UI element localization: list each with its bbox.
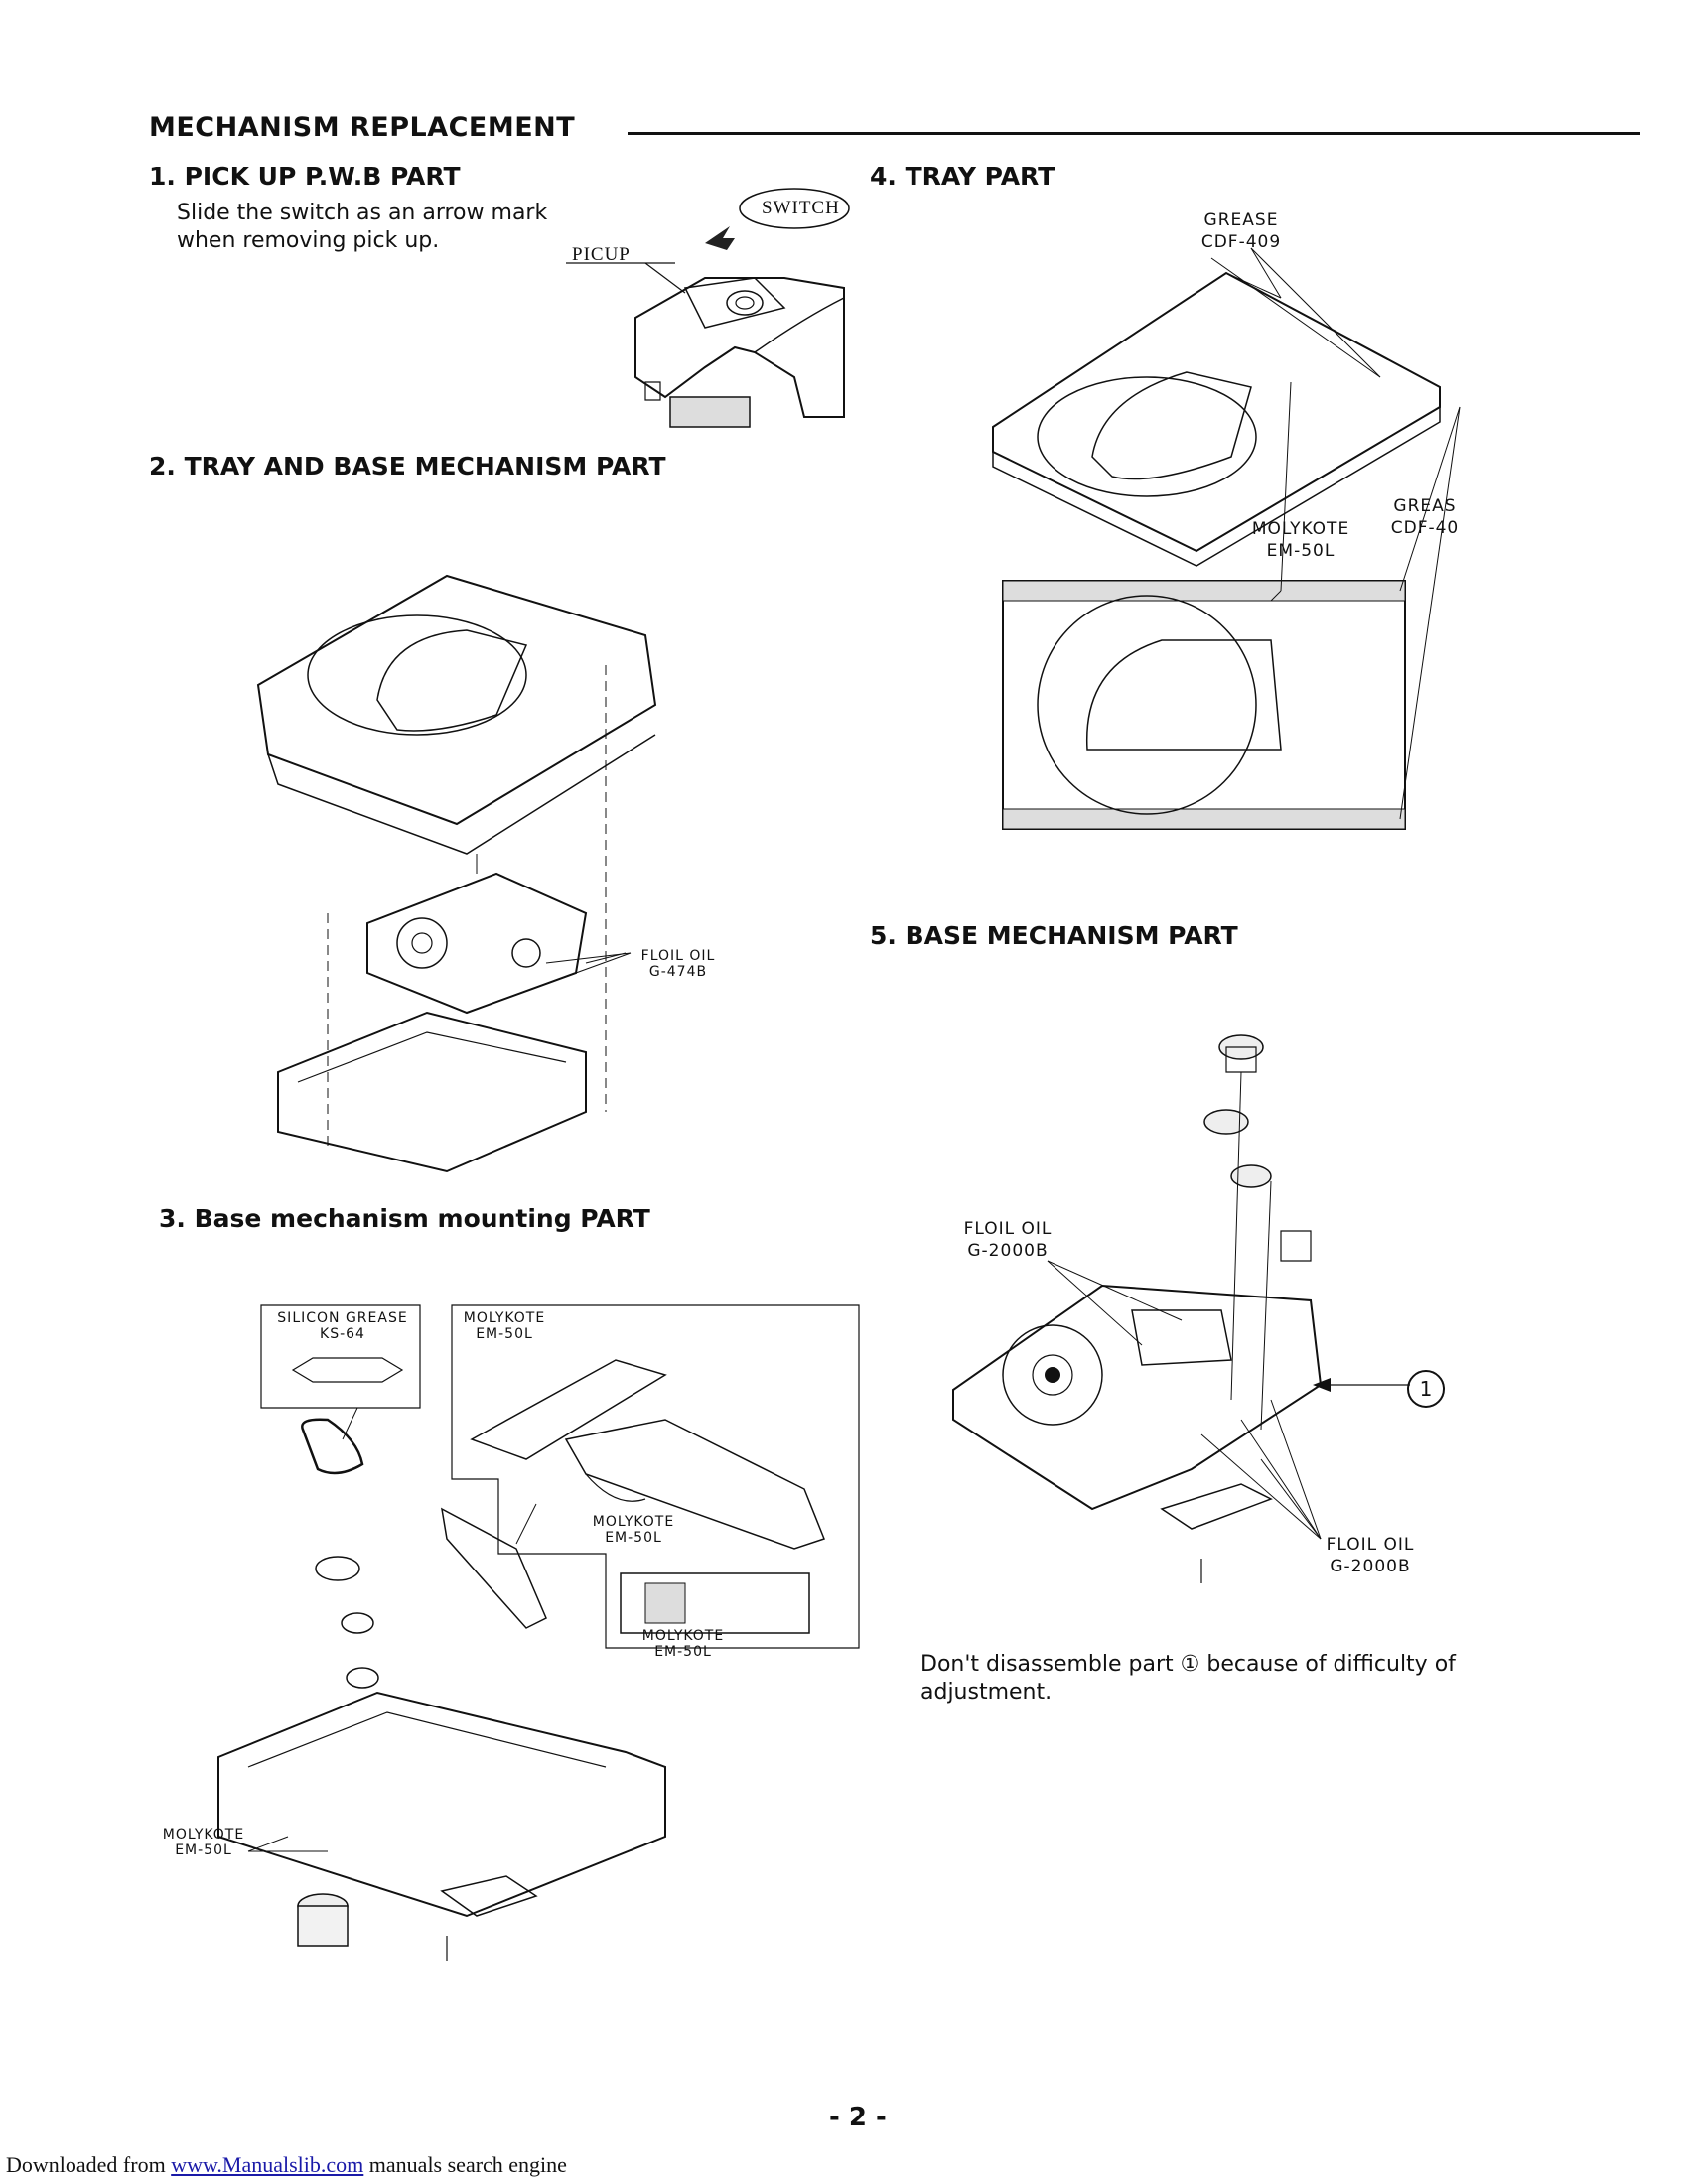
s3-molykote-d-label-2: EM-50L <box>175 1843 232 1858</box>
footer-suffix: manuals search engine <box>363 2152 567 2177</box>
base-mechanism-drawing <box>943 1003 1420 1598</box>
title-rule <box>628 132 1640 135</box>
s3-molykote-b-label-1: MOLYKOTE <box>592 1514 675 1530</box>
base-mounting-drawing <box>149 1300 864 1976</box>
section-1-title: 1. PICK UP P.W.B PART <box>149 162 461 191</box>
part-1-callout: 1 <box>1407 1370 1445 1408</box>
footer: Downloaded from www.Manualslib.com manua… <box>6 2152 567 2178</box>
switch-label: SWITCH <box>762 198 840 218</box>
s5-oil-top-label-1: FLOIL OIL <box>963 1219 1053 1239</box>
tray-part-drawing <box>983 248 1460 844</box>
s4-greas-label-1: GREAS <box>1393 496 1457 516</box>
tray-base-drawing <box>248 556 665 1171</box>
footer-prefix: Downloaded from <box>6 2152 172 2177</box>
section-5-title: 5. BASE MECHANISM PART <box>870 921 1238 950</box>
silicon-grease-label-2: KS-64 <box>320 1326 365 1342</box>
picup-label: PICUP <box>572 244 631 265</box>
s4-grease-label-2: CDF-409 <box>1200 232 1282 252</box>
silicon-grease-label-1: SILICON GREASE <box>277 1310 408 1326</box>
s5-oil-bottom-label-1: FLOIL OIL <box>1326 1535 1415 1555</box>
s2-oil-label-2: G-474B <box>648 964 708 980</box>
s5-oil-top-label-2: G-2000B <box>967 1241 1049 1261</box>
s3-molykote-c-label-1: MOLYKOTE <box>641 1628 725 1644</box>
s4-greas-label-2: CDF-40 <box>1390 518 1460 538</box>
section-3-title: 3. Base mechanism mounting PART <box>159 1204 650 1233</box>
s3-molykote-a-label-1: MOLYKOTE <box>463 1310 546 1326</box>
s3-molykote-d-label-1: MOLYKOTE <box>162 1827 245 1843</box>
page-title: MECHANISM REPLACEMENT <box>149 112 576 143</box>
s5-oil-bottom-label-2: G-2000B <box>1330 1557 1411 1576</box>
s4-molykote-label-1: MOLYKOTE <box>1251 519 1350 539</box>
section-1-text-line-1: Slide the switch as an arrow mark <box>177 201 548 225</box>
page-number: - 2 - <box>829 2103 887 2132</box>
pickup-drawing <box>556 179 854 457</box>
s4-grease-label-1: GREASE <box>1203 210 1279 230</box>
s3-molykote-b-label-2: EM-50L <box>605 1530 662 1546</box>
footer-link[interactable]: www.Manualslib.com <box>171 2152 364 2177</box>
section-5-note-line-1: Don't disassemble part ① because of diff… <box>920 1652 1456 1677</box>
section-1-text-line-2: when removing pick up. <box>177 228 440 253</box>
section-5-note-line-2: adjustment. <box>920 1680 1053 1705</box>
section-2-title: 2. TRAY AND BASE MECHANISM PART <box>149 452 666 480</box>
section-4-title: 4. TRAY PART <box>870 162 1055 191</box>
s4-molykote-label-2: EM-50L <box>1266 541 1336 561</box>
s3-molykote-a-label-2: EM-50L <box>476 1326 533 1342</box>
s3-molykote-c-label-2: EM-50L <box>654 1644 712 1660</box>
s2-oil-label-1: FLOIL OIL <box>640 948 716 964</box>
